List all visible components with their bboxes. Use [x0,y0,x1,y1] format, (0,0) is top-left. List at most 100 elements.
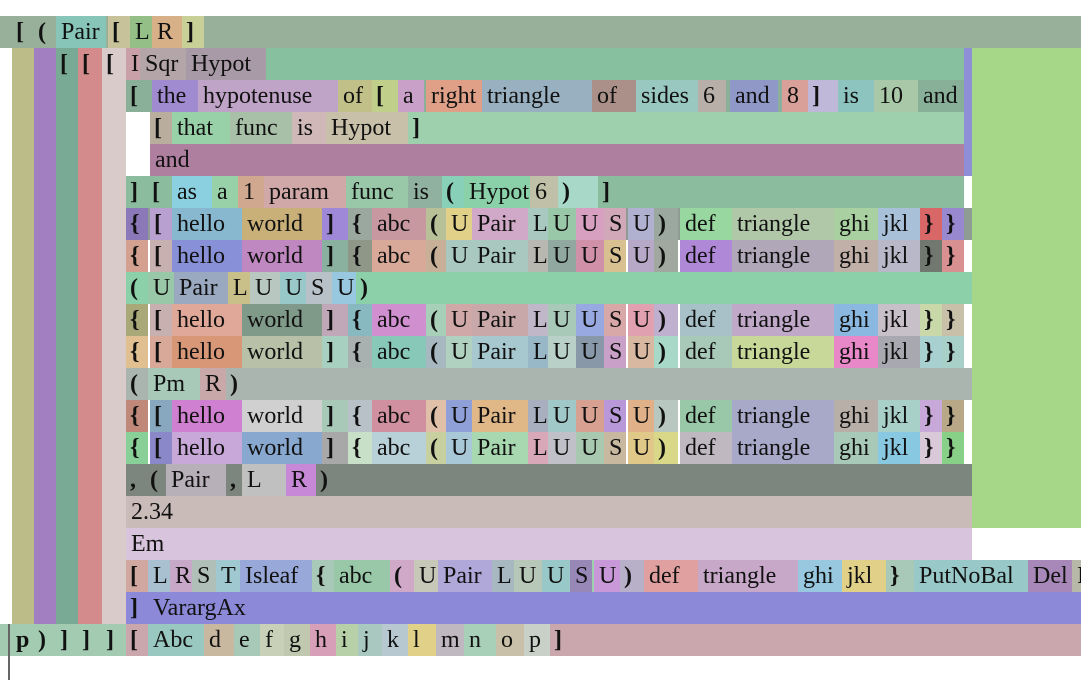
symbol-token: L [528,336,548,368]
symbol-token: Pair [438,560,492,592]
symbol-token: def [680,432,732,464]
symbol-token: S [604,336,626,368]
symbol-token: L [528,432,548,464]
symbol-token: triangle [732,240,834,272]
bracket-token: } [942,400,964,432]
symbol-token: 6 [530,176,558,208]
symbol-token: func [230,112,292,144]
symbol-token: def [644,560,698,592]
symbol-token: U [250,272,280,304]
bracket-token: [ [372,80,398,112]
symbol-token: Pair [472,304,528,336]
bracket-token: ] [106,627,114,653]
symbol-token: U [548,432,576,464]
symbol-token: hello [172,336,242,368]
bracket-token: [ [126,560,148,592]
bracket-token: } [942,336,964,368]
symbol-token: U [576,336,604,368]
symbol-token: U [414,560,438,592]
symbol-token: U [446,304,472,336]
symbol-token: hello [172,432,242,464]
symbol-token: Pm [148,368,200,400]
symbol-token: U [628,208,654,240]
symbol-token: S [604,240,626,272]
bracket-token: { [126,240,148,272]
symbol-token: jkl [878,240,920,272]
symbol-token: world [242,400,322,432]
bracket-token: [ [130,83,138,109]
symbol-token: is [292,112,326,144]
symbol-token: I [126,48,140,80]
bracket-token: ) [620,560,644,592]
symbol-token: 8 [782,80,808,112]
symbol-token: U [446,400,472,432]
symbol-token: L [492,560,514,592]
bracket-token: ) [38,627,46,653]
symbol-token: L [130,16,152,48]
symbol-token: U [280,272,306,304]
symbol-token: S [306,272,332,304]
nesting-block [12,48,34,625]
symbol-token: T [216,560,240,592]
bracket-token: [ [154,115,162,141]
symbol-token: ghi [834,304,878,336]
bracket-token: ( [426,208,446,240]
symbol-token: k [382,624,408,656]
symbol-token: U [542,560,570,592]
bracket-token: ( [150,467,158,493]
bracket-token: ( [130,371,138,397]
bracket-token: ] [60,627,68,653]
nesting-block [102,48,126,625]
symbol-token: triangle [732,432,834,464]
symbol-token: Isleaf [240,560,312,592]
symbol-token: i [336,624,360,656]
bracket-token: ] [130,595,138,621]
nesting-block [0,624,126,656]
symbol-token: world [242,208,322,240]
bracket-token: ] [322,240,348,272]
bracket-token: , [230,467,236,493]
bracket-token: { [348,432,372,464]
bracket-token: ( [426,304,446,336]
symbol-token: L [528,304,548,336]
bracket-token: [ [152,179,160,205]
bracket-token: [ [150,208,172,240]
symbol-token: PutNoBal [914,560,1028,592]
symbol-token: R [286,464,316,496]
symbol-token: U [548,240,576,272]
symbol-token: that [172,112,230,144]
symbol-token: S [604,304,626,336]
bracket-token: ( [426,400,446,432]
symbol-token: jkl [878,336,920,368]
bracket-token: ] [602,179,610,205]
bracket-token: ) [654,208,678,240]
bracket-token: { [348,400,372,432]
symbol-token: U [594,560,620,592]
bracket-token: ( [38,19,46,45]
nesting-block [126,496,972,528]
symbol-token: ghi [798,560,842,592]
symbol-token: Hypot [186,48,266,80]
symbol-token: 2.34 [131,499,173,525]
symbol-token: f [260,624,284,656]
bracket-token: , [130,467,136,493]
bracket-token: { [348,336,372,368]
bracket-token: } [920,208,942,240]
bracket-token: ] [82,627,90,653]
symbol-token: S [192,560,216,592]
bracket-token: ] [808,80,838,112]
symbol-token: abc [372,336,426,368]
bracket-token: [ [16,19,24,45]
symbol-token: Abc [148,624,204,656]
symbol-token: func [346,176,408,208]
bracket-token: ) [654,240,678,272]
symbol-token: param [264,176,346,208]
bracket-token: [ [82,51,90,77]
nesting-block [78,48,102,625]
bracket-token: ) [654,432,678,464]
symbol-token: S [604,400,626,432]
bracket-token: ] [182,16,204,48]
symbol-token: d [204,624,234,656]
symbol-token: is [408,176,442,208]
bracket-token: } [942,304,964,336]
